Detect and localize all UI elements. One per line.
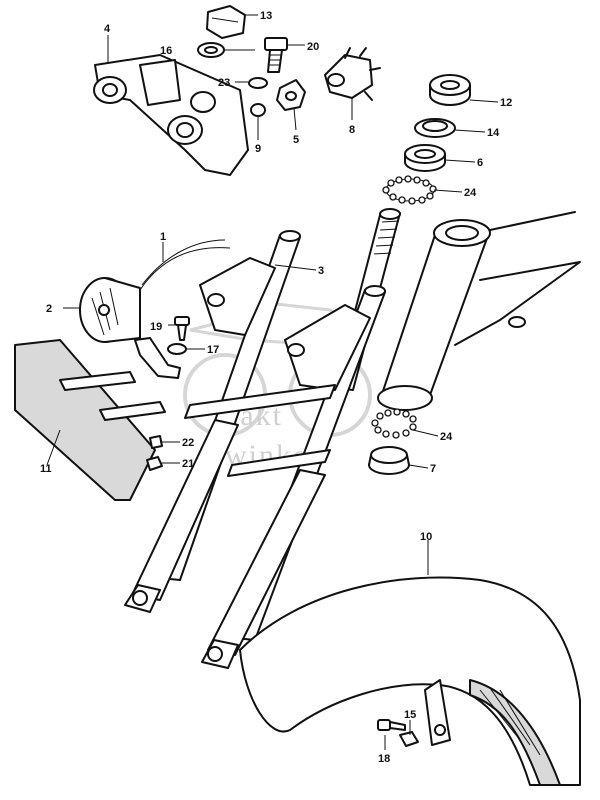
cap-nut xyxy=(206,5,246,39)
callout-5: 5 xyxy=(293,134,299,146)
callout-2: 2 xyxy=(46,303,52,315)
callout-16: 16 xyxy=(160,45,172,57)
frame-head-tube xyxy=(377,211,581,411)
upper-bearing-balls xyxy=(382,175,437,205)
callout-11: 11 xyxy=(40,463,52,475)
callout-17: 17 xyxy=(207,344,219,356)
plate-nut xyxy=(146,456,163,471)
front-fender-stay-plate xyxy=(14,339,166,501)
horn-bolt xyxy=(174,316,190,341)
front-fender xyxy=(239,576,581,786)
callout-24-upper: 24 xyxy=(464,187,477,199)
horn-bracket xyxy=(134,337,181,379)
washer xyxy=(197,42,225,58)
fork-clamps xyxy=(184,384,336,477)
callout-leaders xyxy=(46,14,499,750)
callout-12: 12 xyxy=(500,97,512,109)
flange-nut xyxy=(276,79,306,111)
callout-21: 21 xyxy=(182,458,194,470)
callout-10: 10 xyxy=(420,531,432,543)
bearing-cone-race xyxy=(368,446,410,475)
callout-4: 4 xyxy=(104,23,111,35)
callout-13: 13 xyxy=(260,10,272,22)
callout-3: 3 xyxy=(318,265,324,277)
lock-nut xyxy=(414,118,456,138)
callout-7: 7 xyxy=(430,463,436,475)
callout-8: 8 xyxy=(349,124,355,136)
horn-washer xyxy=(167,343,187,355)
callout-15: 15 xyxy=(404,709,416,721)
callout-1: 1 xyxy=(160,231,166,243)
callout-20: 20 xyxy=(307,41,319,53)
bolt xyxy=(264,37,288,73)
fender-bolt xyxy=(377,719,406,731)
top-bridge-bracket xyxy=(93,54,249,176)
callout-6: 6 xyxy=(477,157,483,169)
callout-23: 23 xyxy=(218,77,230,89)
retaining-ring xyxy=(250,103,266,117)
horn xyxy=(79,277,141,343)
steering-damper-knob xyxy=(324,47,381,101)
callout-24-lower: 24 xyxy=(440,431,453,443)
plate-bolt xyxy=(149,435,163,449)
horn-wires xyxy=(139,239,231,291)
adjusting-nut xyxy=(404,144,446,172)
callout-labels: 1 2 3 4 5 6 7 8 9 10 11 12 13 14 15 16 1… xyxy=(40,10,512,765)
callout-22: 22 xyxy=(182,437,194,449)
callout-9: 9 xyxy=(255,143,261,155)
lock-washer xyxy=(248,77,268,89)
fender-nut xyxy=(399,731,419,747)
callout-19: 19 xyxy=(150,321,162,333)
callout-14: 14 xyxy=(487,127,500,139)
callout-18: 18 xyxy=(378,753,390,765)
steering-stem-nut xyxy=(429,74,471,106)
lower-bearing-balls xyxy=(371,408,417,439)
